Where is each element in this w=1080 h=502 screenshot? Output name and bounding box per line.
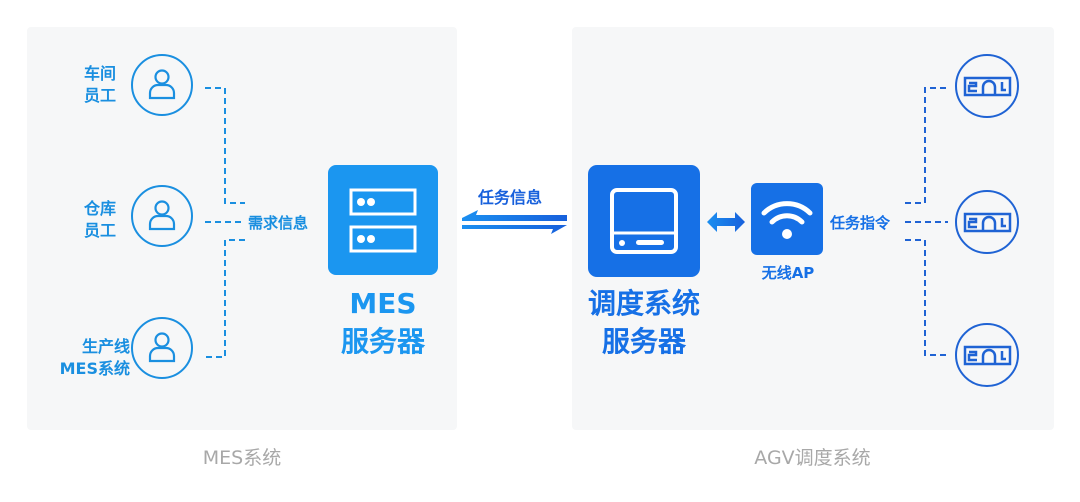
dispatch-server-icon: [588, 165, 700, 277]
mes-system-caption: MES系统: [202, 447, 282, 469]
agv-icon: [955, 54, 1019, 118]
bidirectional-arrow-icon: [707, 212, 745, 232]
user-icon: [131, 185, 193, 247]
wifi-ap-icon: [751, 183, 823, 255]
agv-system-caption: AGV调度系统: [754, 447, 871, 469]
wireless-ap-label: 无线AP: [761, 264, 815, 282]
mes-server-icon: [328, 165, 438, 275]
task-info-label: 任务信息: [478, 188, 543, 207]
source-label-warehouse: 仓库员工: [83, 199, 116, 240]
task-command-label: 任务指令: [830, 214, 891, 232]
agv-icon: [955, 323, 1019, 387]
dispatch-server-label: 调度系统服务器: [587, 287, 700, 358]
agv-icon: [955, 190, 1019, 254]
transfer-arrows-icon: [462, 210, 567, 234]
user-icon: [131, 54, 193, 116]
user-icon: [131, 317, 193, 379]
source-label-workshop: 车间员工: [83, 64, 116, 105]
demand-info-label: 需求信息: [248, 214, 309, 232]
